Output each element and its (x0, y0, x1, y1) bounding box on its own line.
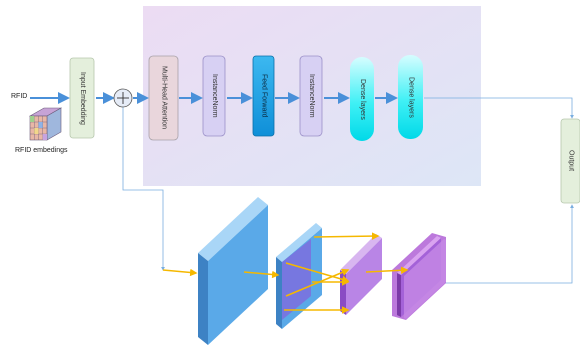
arrow-dense-to-output (424, 97, 574, 119)
multi-head-attention-label: Multi-Head Attention (160, 66, 168, 130)
instance-norm-box-2 (299, 55, 323, 137)
cnn-block-purple (340, 234, 382, 315)
cnn-block-medium (276, 223, 322, 329)
feed-forward-label: Feed Forward (260, 74, 268, 118)
input-embedding-label: Input Embedding (79, 71, 86, 125)
instance-norm-box-1 (202, 55, 226, 137)
cnn-block-large (198, 197, 268, 345)
output-label: Output (567, 150, 575, 172)
multi-head-attention-box (148, 55, 179, 141)
rfid-embeddings-cube-icon (28, 107, 63, 141)
input-embedding-box (69, 57, 95, 139)
output-box (560, 118, 580, 204)
dense-layers-label-2: Dense layers (407, 76, 415, 118)
cnn-arrows (162, 232, 409, 314)
rfid-embeddings-label: RFID embedings (15, 147, 68, 154)
rfid-label: RFID (11, 93, 28, 100)
add-node-icon (113, 88, 133, 108)
dense-layers-box-2 (398, 55, 423, 139)
arrow-cnn-to-output (445, 204, 574, 284)
dense-layers-box-1 (350, 57, 374, 141)
arrow-add-to-cnn (122, 106, 165, 271)
instance-norm-label-2: InstanceNorm (308, 74, 315, 118)
dense-layers-label-1: Dense layers (359, 78, 366, 120)
cnn-block-stacked (392, 233, 446, 320)
feed-forward-box (252, 55, 275, 137)
instance-norm-label-1: InstanceNorm (211, 74, 218, 118)
